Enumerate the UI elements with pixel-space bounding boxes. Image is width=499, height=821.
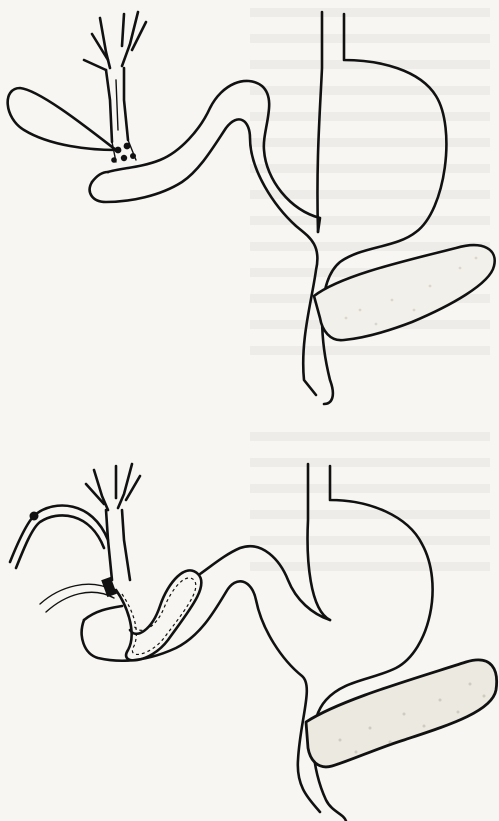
- lower-pancreas: [306, 660, 497, 767]
- lower-duodenum-stomach: [82, 464, 433, 821]
- lower-drainage-tube: [10, 506, 114, 612]
- lower-bile-duct-tree: [86, 464, 140, 580]
- lower-stent-loop: [116, 570, 201, 660]
